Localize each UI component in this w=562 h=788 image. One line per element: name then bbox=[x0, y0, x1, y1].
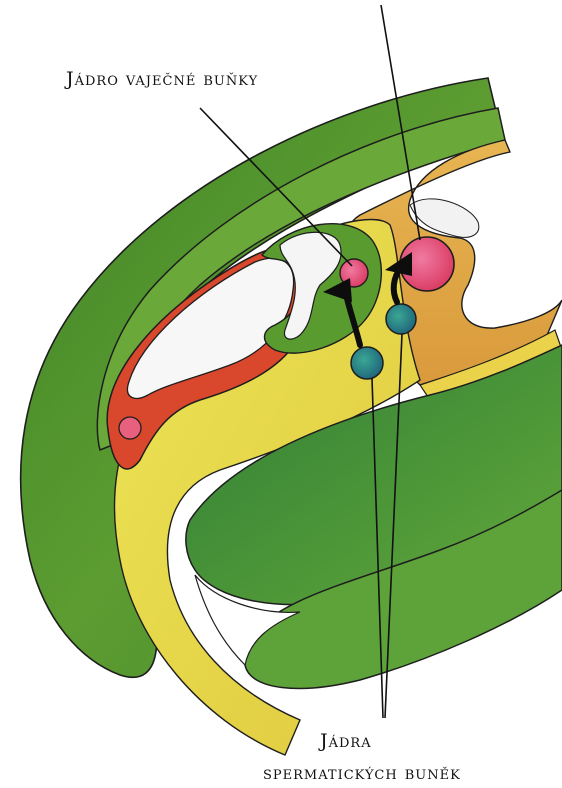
antipodal-cell bbox=[119, 417, 141, 439]
sperm-nuclei-label-line1: Jádra bbox=[320, 730, 372, 752]
sperm-nuclei-label-line2: spermatických buněk bbox=[263, 762, 461, 784]
sperm-nucleus-2 bbox=[386, 304, 416, 334]
egg-nucleus-label: Jádro vaječné buňky bbox=[66, 68, 258, 90]
sperm-nucleus-1 bbox=[351, 347, 383, 379]
